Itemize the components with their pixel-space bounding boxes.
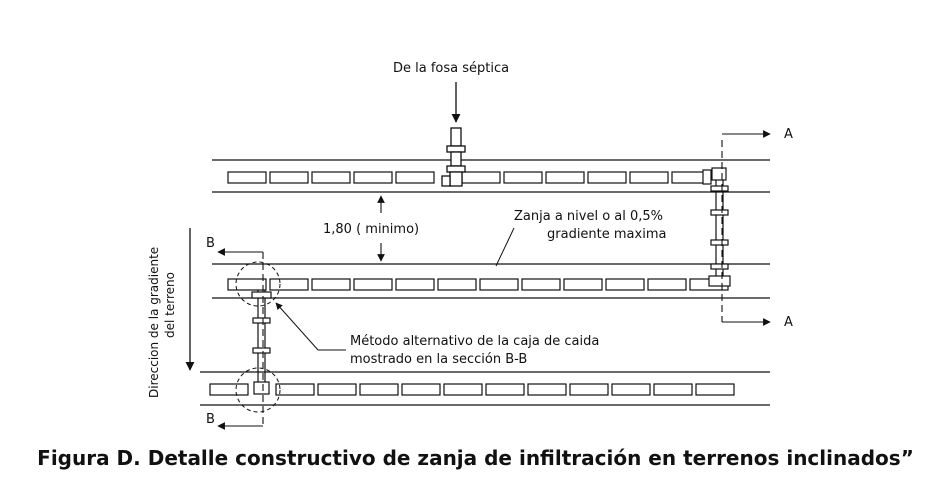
pipe-row-2: [227, 278, 729, 291]
section-a-line: [721, 130, 771, 326]
gradient-label-line1: Direccion de la gradiente: [147, 247, 161, 398]
pipe-segment: [269, 278, 309, 291]
pipe-segment: [311, 171, 351, 184]
pipe-segment: [227, 171, 267, 184]
spacing-label: 1,80 ( minimo): [323, 222, 419, 237]
trench-note-line1: Zanja a nivel o al 0,5%: [514, 209, 663, 224]
pipe-segment: [629, 171, 669, 184]
pipe-segment: [587, 171, 627, 184]
detail-circle-lower: [235, 367, 281, 413]
alt-method-leader: [275, 302, 346, 351]
alt-method-line2: mostrado en la sección B-B: [350, 352, 527, 367]
pipe-segment: [569, 383, 609, 396]
pipe-segment: [611, 383, 651, 396]
pipe-segment: [353, 171, 393, 184]
pipe-segment: [275, 383, 315, 396]
pipe-segment: [521, 278, 561, 291]
pipe-segment: [443, 383, 483, 396]
trench-detail-diagram: A A B B 1,80 ( minimo) De la fosa séptic…: [147, 61, 793, 430]
pipe-segment: [605, 278, 645, 291]
pipe-row-1: [227, 171, 711, 184]
pipe-segment: [437, 278, 477, 291]
drop-pipe-left: [251, 290, 272, 395]
pipe-segment: [401, 383, 441, 396]
section-b-bottom-label: B: [206, 412, 215, 427]
drop-pipe-right: [702, 167, 731, 287]
pipe-segment: [527, 383, 567, 396]
section-b-top-label: B: [206, 236, 215, 251]
pipe-segment: [653, 383, 693, 396]
detail-circle-upper: [235, 261, 281, 307]
pipe-segment: [395, 171, 435, 184]
pipe-segment: [479, 278, 519, 291]
figure-caption: Figura D. Detalle constructivo de zanja …: [37, 446, 914, 470]
trench-1: [212, 159, 770, 193]
section-a-bottom-label: A: [784, 315, 793, 330]
trench-3: [200, 371, 770, 406]
pipe-segment: [353, 278, 393, 291]
trench-note-line2: gradiente maxima: [547, 227, 666, 242]
pipe-segment: [395, 278, 435, 291]
pipe-segment: [647, 278, 687, 291]
pipe-segment: [359, 383, 399, 396]
pipe-segment: [695, 383, 735, 396]
pipe-segment: [209, 383, 249, 396]
pipe-segment: [311, 278, 351, 291]
pipe-segment: [545, 171, 585, 184]
inlet-pipe: [441, 82, 466, 187]
pipe-segment: [503, 171, 543, 184]
pipe-segment: [227, 278, 267, 291]
pipe-segment: [269, 171, 309, 184]
pipe-segment: [461, 171, 501, 184]
pipe-row-3: [209, 383, 735, 396]
section-a-top-label: A: [784, 127, 793, 142]
section-b-line: [217, 248, 264, 430]
pipe-segment: [317, 383, 357, 396]
source-label: De la fosa séptica: [393, 61, 509, 76]
trench-2: [212, 263, 770, 299]
gradient-label-line2: del terreno: [163, 272, 177, 338]
pipe-segment: [563, 278, 603, 291]
pipe-segment: [485, 383, 525, 396]
trench-note-leader: [495, 227, 515, 267]
alt-method-line1: Método alternativo de la caja de caida: [350, 334, 599, 349]
